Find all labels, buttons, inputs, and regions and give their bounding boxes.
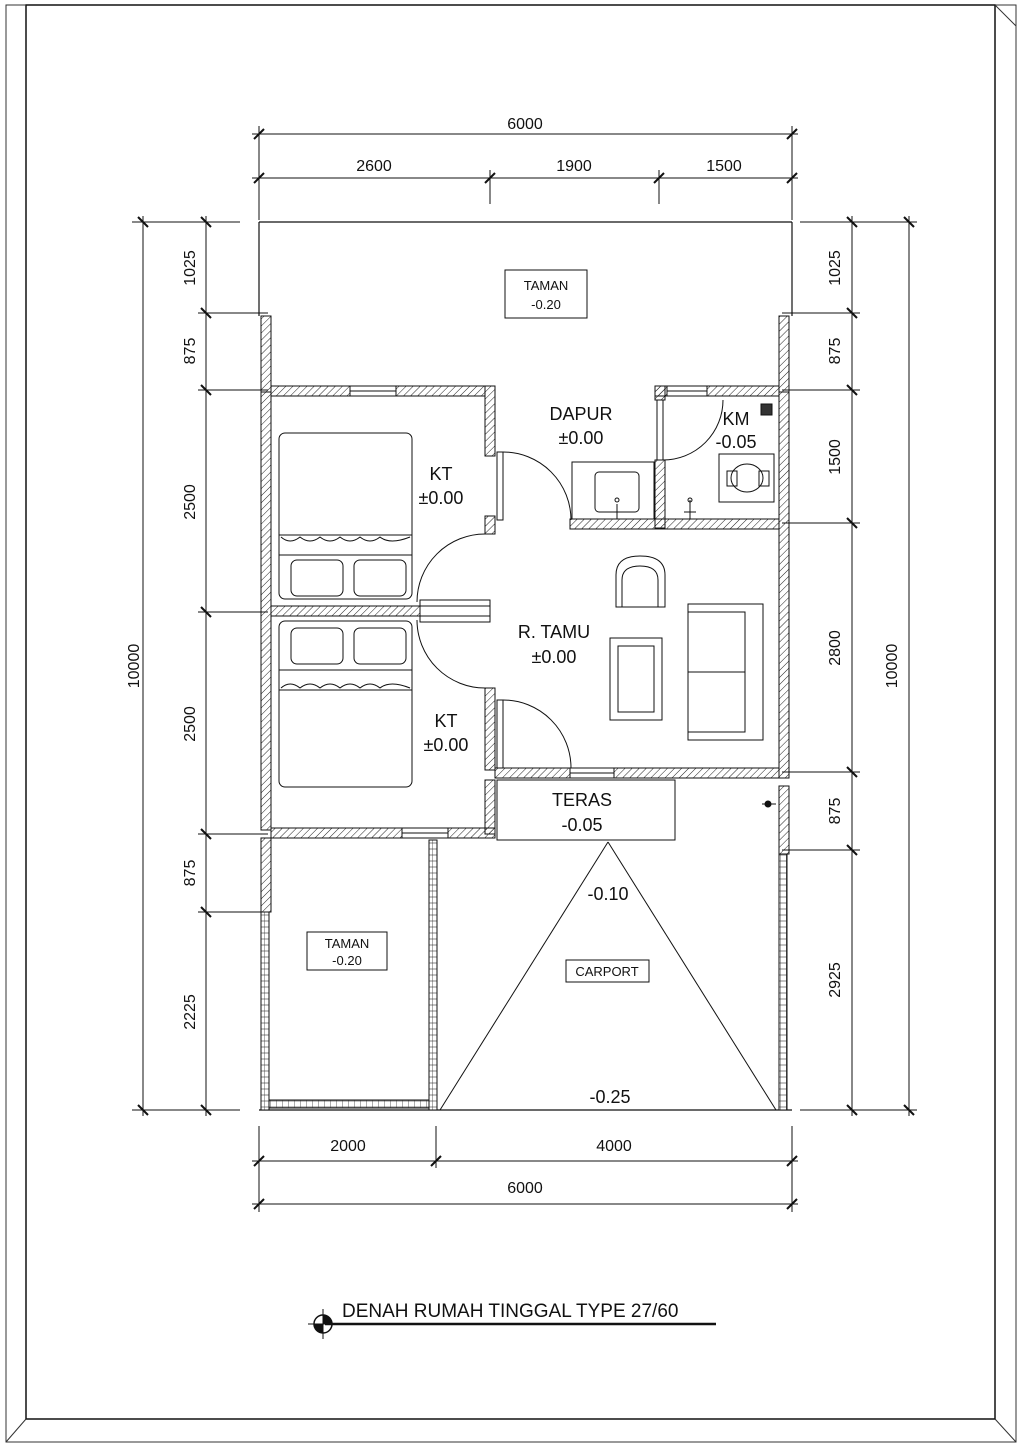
walls [260, 315, 790, 913]
dim-right-6: 2925 [827, 962, 844, 998]
living-furniture [609, 555, 764, 741]
dim-left-3: 2500 [182, 484, 199, 520]
room-labels: TAMAN -0.20 DAPUR ±0.00 KM -0.05 KT ±0.0… [306, 269, 757, 1107]
km-name: KM [723, 409, 750, 429]
taman-bottom-name: TAMAN [325, 936, 370, 951]
sheet-border [5, 4, 1017, 1443]
dimension-lines [132, 126, 917, 1212]
page-title: DENAH RUMAH TINGGAL TYPE 27/60 [342, 1301, 678, 1322]
dim-bottom-2: 4000 [596, 1138, 632, 1155]
site-outline [258, 221, 793, 1111]
dim-right-2: 875 [827, 338, 844, 365]
dim-left-5: 875 [182, 860, 199, 887]
carport-shape [439, 841, 777, 1111]
carport-label-box [565, 959, 650, 983]
dim-top-total: 6000 [507, 116, 543, 133]
dapur-level: ±0.00 [559, 428, 604, 448]
dim-bottom-1: 2000 [330, 1138, 366, 1155]
dim-left-1: 1025 [182, 250, 199, 286]
dim-top-3: 1500 [706, 158, 742, 175]
km-level: -0.05 [715, 432, 756, 452]
teras-name: TERAS [552, 790, 612, 810]
taman-top-label-box [504, 269, 588, 319]
dimension-labels: 6000 2600 1900 1500 2000 4000 6000 10000… [126, 116, 901, 1197]
dim-left-2: 875 [182, 338, 199, 365]
kitchen-sink [571, 461, 696, 520]
dim-right-5: 875 [827, 798, 844, 825]
dim-right-total: 10000 [884, 644, 901, 689]
dim-right-1: 1025 [827, 250, 844, 286]
carport-level-bottom: -0.25 [589, 1087, 630, 1107]
dim-right-3: 1500 [827, 439, 844, 475]
toilet [718, 403, 775, 503]
dapur-name: DAPUR [549, 404, 612, 424]
garden-fence [260, 839, 788, 1111]
dim-bottom-total: 6000 [507, 1180, 543, 1197]
drawing-title: DENAH RUMAH TINGGAL TYPE 27/60 [308, 1301, 716, 1339]
dim-top-2: 1900 [556, 158, 592, 175]
dim-left-4: 2500 [182, 706, 199, 742]
kt-bottom-name: KT [434, 711, 457, 731]
windows [349, 385, 708, 839]
dim-top-1: 2600 [356, 158, 392, 175]
kt-bottom-level: ±0.00 [424, 735, 469, 755]
taman-top-name: TAMAN [524, 278, 569, 293]
dim-left-6: 2225 [182, 994, 199, 1030]
r-tamu-level: ±0.00 [532, 647, 577, 667]
r-tamu-name: R. TAMU [518, 622, 590, 642]
doors [416, 399, 724, 769]
kt-top-name: KT [429, 464, 452, 484]
taman-top-level: -0.20 [531, 297, 561, 312]
teras-outline [496, 779, 776, 841]
dim-left-total: 10000 [126, 644, 143, 689]
carport-level-top: -0.10 [587, 884, 628, 904]
carport-name: CARPORT [575, 964, 638, 979]
dim-right-4: 2800 [827, 630, 844, 666]
bed-top [278, 432, 413, 600]
teras-level: -0.05 [561, 815, 602, 835]
taman-bottom-level: -0.20 [332, 953, 362, 968]
kt-top-level: ±0.00 [419, 488, 464, 508]
bed-bottom [278, 620, 413, 788]
taman-bottom-label-box [306, 931, 388, 971]
